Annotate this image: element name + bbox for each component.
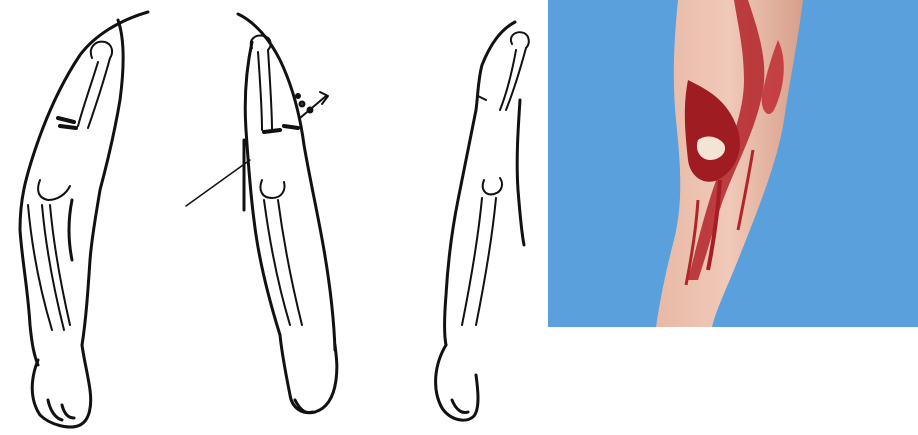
fracture-illustrations [0,0,548,435]
arm-side-view [436,22,529,420]
arm-open-fracture [186,14,337,413]
open-wound-photo [548,0,918,327]
arm-closed-fracture [20,12,148,427]
